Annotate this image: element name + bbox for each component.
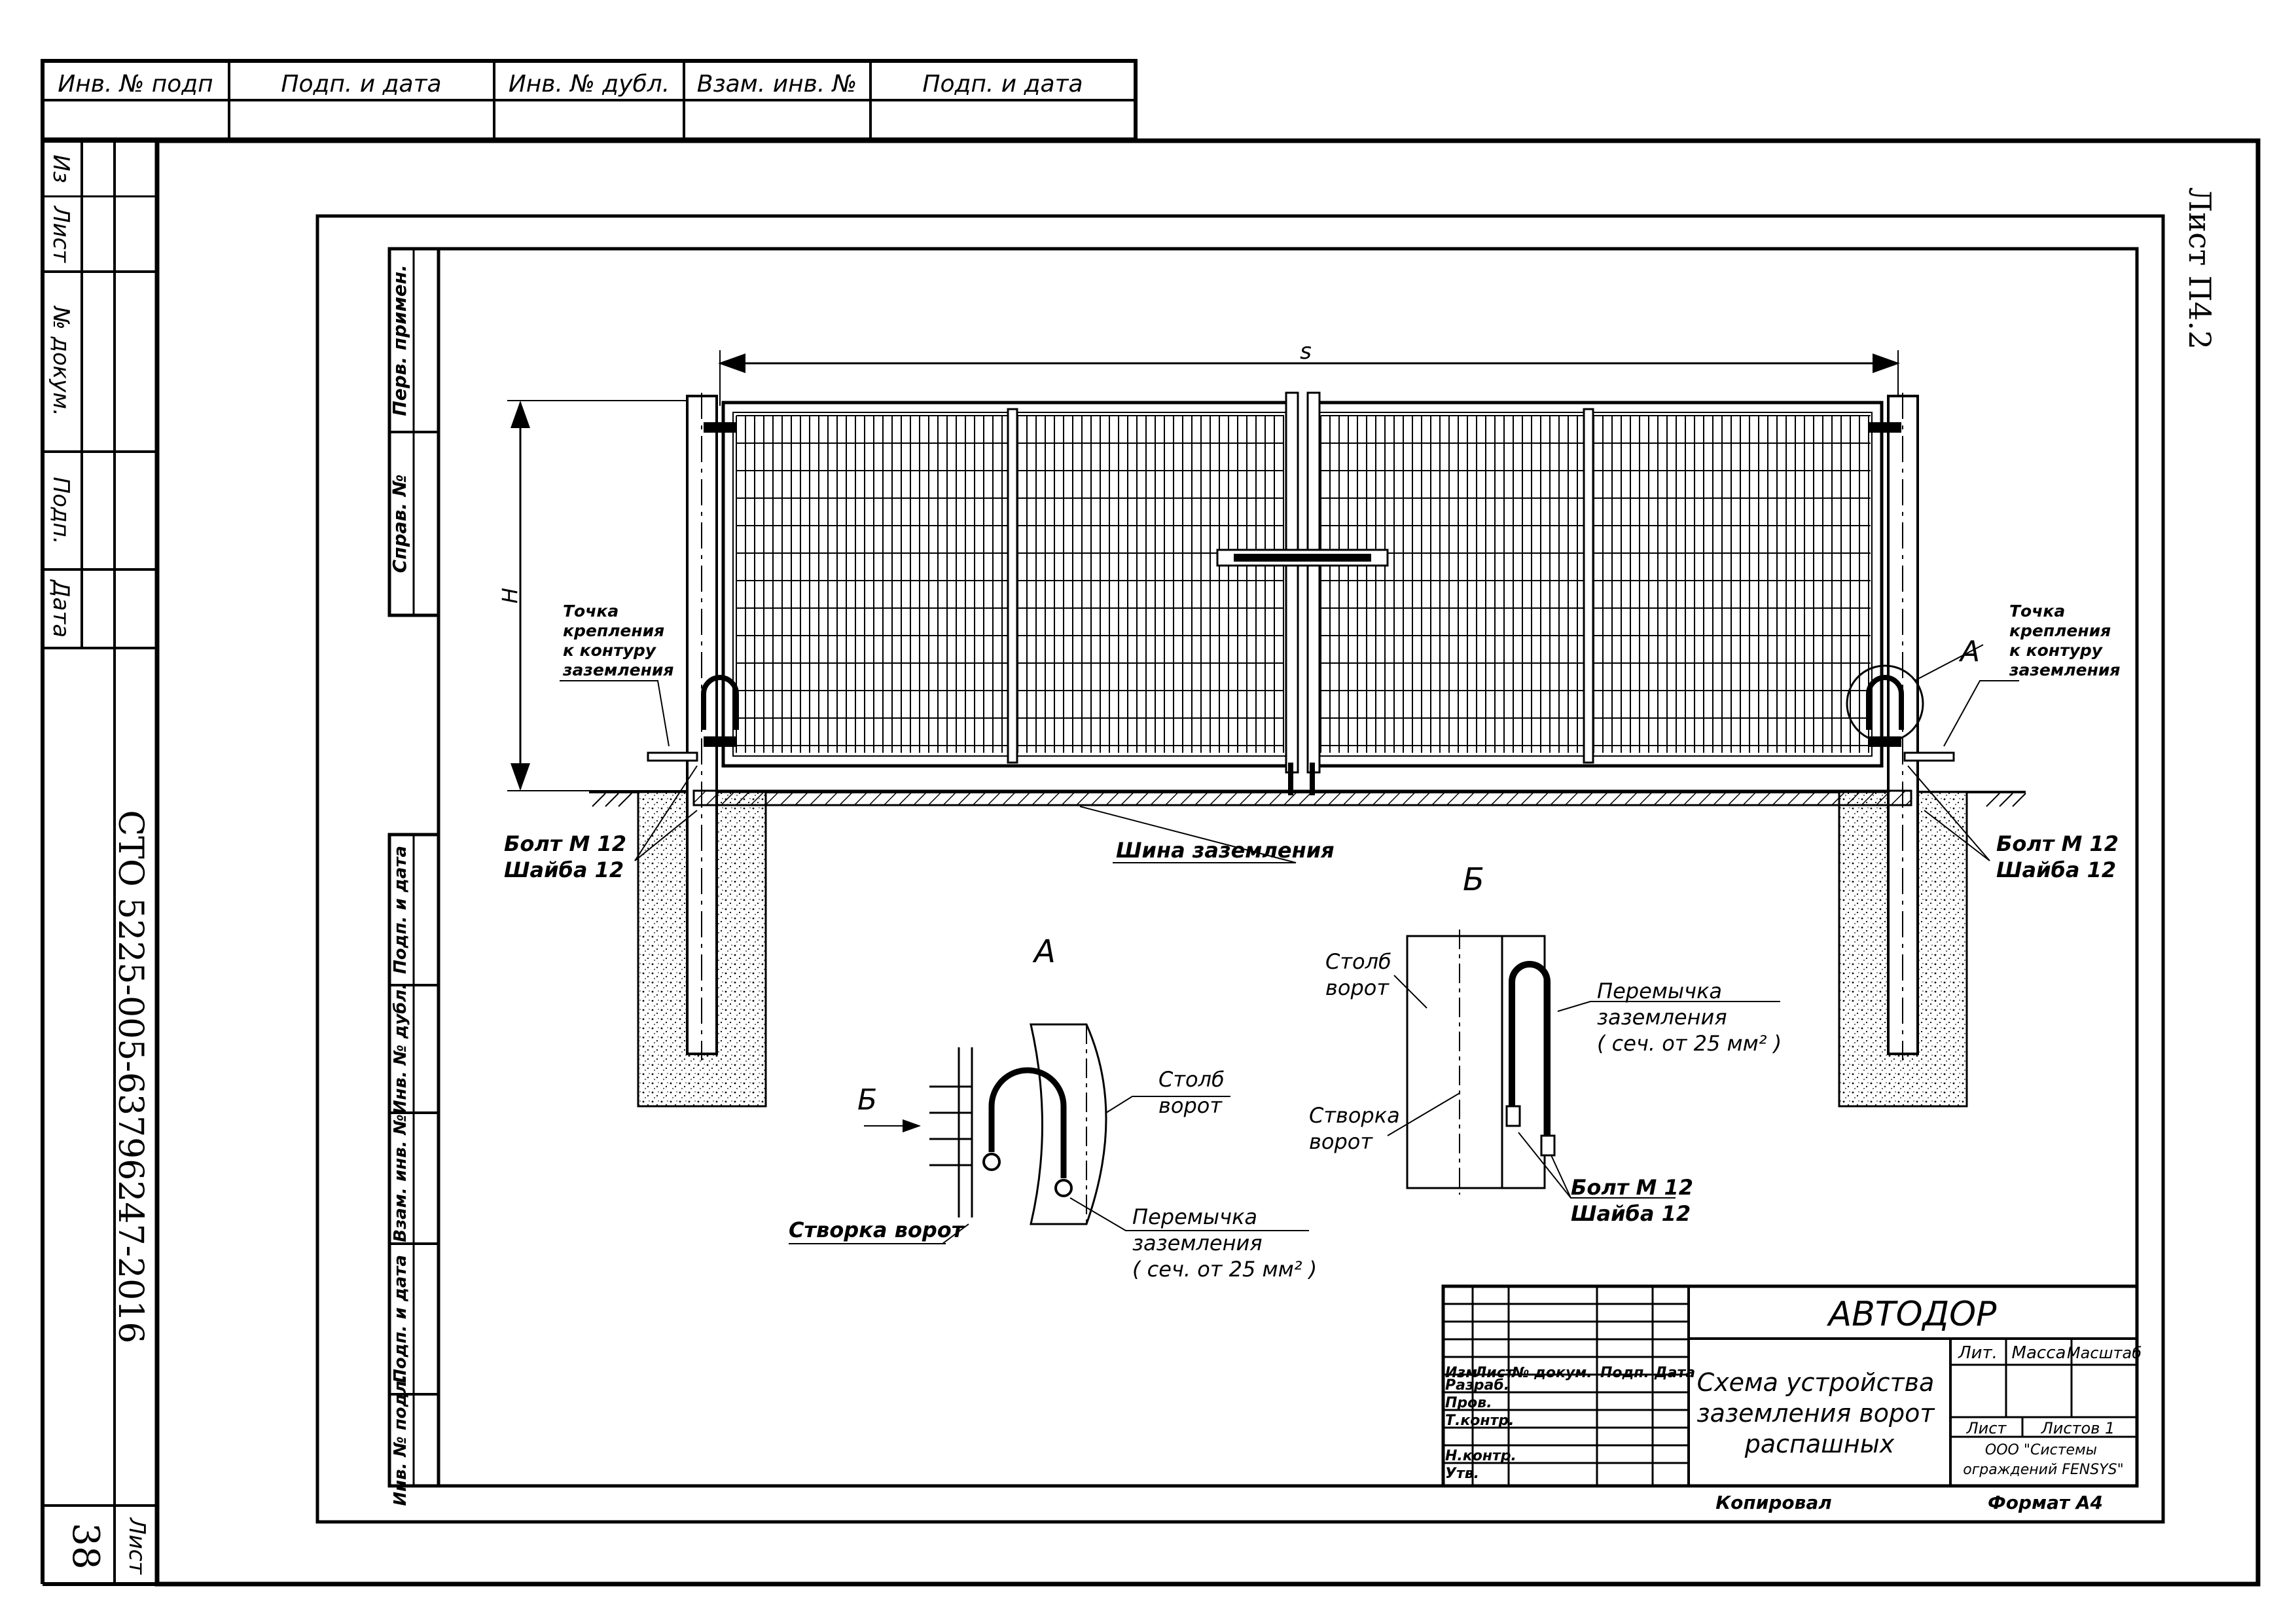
tb-col-izm: Изм xyxy=(1445,1365,1477,1381)
detail-a-view-b: Б xyxy=(857,1083,877,1117)
inner-stamp-b3: Подп. и дата xyxy=(391,1255,410,1383)
inner-stamp-b2: Взам. инв. № xyxy=(391,1114,410,1242)
tb-col-sign: Подп. xyxy=(1600,1365,1649,1381)
detail-a-title: А xyxy=(1032,933,1056,970)
left-stamp-doc: № докум. xyxy=(48,305,74,416)
title-block: Изм Лист № докум. Подп. Дата Разраб. Про… xyxy=(1441,1284,2142,1513)
inner-stamp: Перв. примен. Справ. № Подп. и дата Инв.… xyxy=(387,247,440,1506)
sheet-number: 38 xyxy=(64,1523,107,1569)
ground-point-right: Точка крепления к контуру заземления xyxy=(2009,602,2120,679)
tb-org: АВТОДОР xyxy=(1827,1295,1997,1334)
tb-row-nkontr: Н.контр. xyxy=(1445,1448,1516,1464)
detail-a: А Б Столб ворот Створка ворот xyxy=(789,933,1317,1282)
left-stamp-date: Дата xyxy=(48,579,74,638)
doc-code: СТО 5225-005-63796247-2016 xyxy=(111,810,150,1344)
tb-company: ООО "Системы ограждений FENSYS" xyxy=(1963,1442,2124,1478)
left-stamp-list: Лист xyxy=(48,205,74,263)
tb-title: Схема устройства заземления ворот распаш… xyxy=(1696,1368,1942,1458)
bolt-right: Болт М 12 Шайба 12 xyxy=(1996,831,2126,882)
inner-frame xyxy=(315,214,2165,1524)
bolt-left: Болт М 12 Шайба 12 xyxy=(504,831,634,882)
bus-label: Шина заземления xyxy=(1116,838,1335,863)
inner-stamp-t1: Справ. № xyxy=(389,475,410,573)
inner-stamp-t0: Перв. примен. xyxy=(389,264,410,416)
tb-scale: Масштаб xyxy=(2067,1344,2142,1362)
detail-a-leaf: Створка ворот xyxy=(789,1218,965,1242)
detail-b: Б Столб ворот Створка ворот Перемычка за… xyxy=(1309,861,1782,1226)
gate-elevation: s H xyxy=(497,338,2126,1108)
top-stamp-h3: Взам. инв. № xyxy=(697,71,857,98)
detail-b-bolt: Болт М 12 Шайба 12 xyxy=(1571,1175,1700,1226)
tb-row-prov: Пров. xyxy=(1445,1395,1492,1411)
sheet-label: Лист xyxy=(124,1517,150,1575)
tb-copied: Копировал xyxy=(1715,1492,1832,1513)
tb-row-utv: Утв. xyxy=(1445,1466,1479,1482)
ground-point-left: Точка крепления к контуру заземления xyxy=(562,602,673,679)
inner-stamp-b1: Инв. № дубл. xyxy=(391,983,410,1114)
sheet-ref: Лист П4.2 xyxy=(2182,187,2217,350)
top-stamp-h0: Инв. № подп xyxy=(58,71,213,98)
callout-a: А xyxy=(1958,635,1980,668)
tb-sheet: Лист xyxy=(1966,1419,2007,1437)
dim-s-label: s xyxy=(1300,338,1312,365)
tb-row-razrab: Разраб. xyxy=(1445,1377,1509,1394)
detail-a-post: Столб ворот xyxy=(1158,1067,1231,1118)
inner-stamp-b0: Подп. и дата xyxy=(391,846,410,974)
top-stamp-h4: Подп. и дата xyxy=(922,71,1083,98)
inner-stamp-b4: Инв. № подл. xyxy=(391,1374,410,1506)
tb-sheets: Листов 1 xyxy=(2041,1419,2115,1437)
left-stamp-sign: Подп. xyxy=(48,477,74,545)
top-stamp-h1: Подп. и дата xyxy=(281,71,441,98)
tb-format: Формат А4 xyxy=(1988,1492,2103,1513)
detail-b-post: Столб ворот xyxy=(1325,949,1398,1000)
dim-h-label: H xyxy=(497,588,522,604)
detail-b-jumper: Перемычка заземления ( сеч. от 25 мм² ) xyxy=(1597,979,1782,1056)
detail-b-leaf: Створка ворот xyxy=(1309,1103,1407,1154)
tb-mass: Масса xyxy=(2012,1343,2066,1363)
detail-b-title: Б xyxy=(1463,861,1484,898)
tb-col-doc: № докум. xyxy=(1511,1365,1592,1381)
top-stamp-h2: Инв. № дубл. xyxy=(509,71,670,98)
top-stamp: Инв. № подп Подп. и дата Инв. № дубл. Вз… xyxy=(41,59,1138,141)
tb-row-tkontr: Т.контр. xyxy=(1445,1413,1514,1429)
left-stamp: Из Лист № докум. Подп. Дата СТО 5225-005… xyxy=(43,141,157,1584)
tb-lit: Лит. xyxy=(1958,1343,1998,1363)
detail-a-jumper: Перемычка заземления ( сеч. от 25 мм² ) xyxy=(1132,1204,1317,1282)
tb-col-date: Дата xyxy=(1654,1365,1695,1381)
left-stamp-izm: Из xyxy=(48,154,74,183)
tb-col-list: Лист xyxy=(1474,1365,1515,1381)
